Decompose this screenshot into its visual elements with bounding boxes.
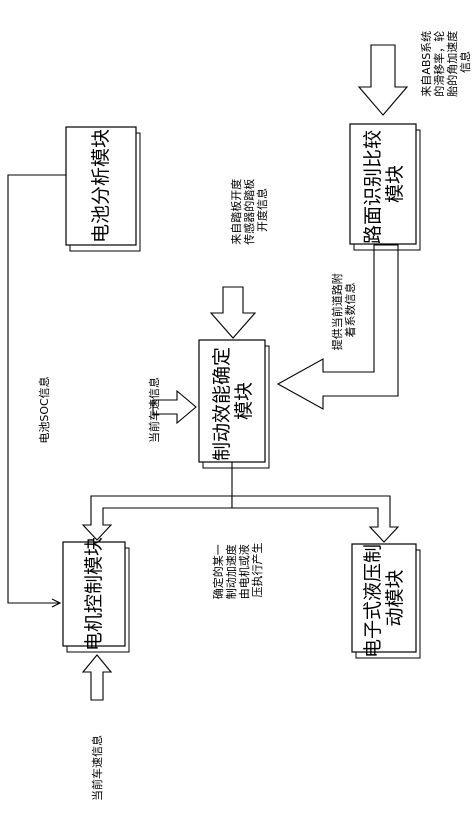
braking-efficiency-label: 制动效能确定 模块 xyxy=(211,341,255,461)
speed-info-mid-note: 当前车速信息 xyxy=(147,377,161,443)
branch-to-motor-arrow xyxy=(81,495,233,541)
road-to-braking-arrow xyxy=(276,244,399,410)
branch-to-ehb-arrow xyxy=(231,495,400,543)
speed-input-arrow-mid xyxy=(152,389,197,425)
ehb-label: 电子式液压制 动模块 xyxy=(362,538,406,658)
battery-soc-connector xyxy=(7,174,66,603)
battery-soc-note: 电池SOC信息 xyxy=(37,376,51,443)
speed-input-arrow-bottom xyxy=(81,654,113,701)
speed-info-bottom-note: 当前车速信息 xyxy=(90,735,104,801)
braking-efficiency-module: 制动效能确定 模块 xyxy=(198,339,270,469)
road-recognition-module: 路面识别比较 模块 xyxy=(349,123,421,251)
pedal-input-arrow xyxy=(209,286,257,339)
ehb-module: 电子式液压制 动模块 xyxy=(351,538,421,659)
battery-analysis-module: 电池分析模块 xyxy=(65,126,141,252)
decel-distribution-note: 确定的某一 制动加速度 由电机或液 压执行产生 xyxy=(211,541,264,600)
battery-analysis-label: 电池分析模块 xyxy=(90,129,112,243)
road-recognition-label: 路面识别比较 模块 xyxy=(362,124,406,244)
pedal-info-note: 来自踏板开度 传感器的踏板 开度信息 xyxy=(229,175,269,245)
road-adhesion-note: 提供当前道路附 着系数信息 xyxy=(330,270,357,351)
motor-control-label: 电机控制模块 xyxy=(83,537,105,651)
abs-info-note: 来自ABS系统 的滑移率，轮 胎的角加速度 信息 xyxy=(420,27,472,97)
abs-input-arrow xyxy=(357,44,409,116)
motor-control-module: 电机控制模块 xyxy=(62,537,130,653)
